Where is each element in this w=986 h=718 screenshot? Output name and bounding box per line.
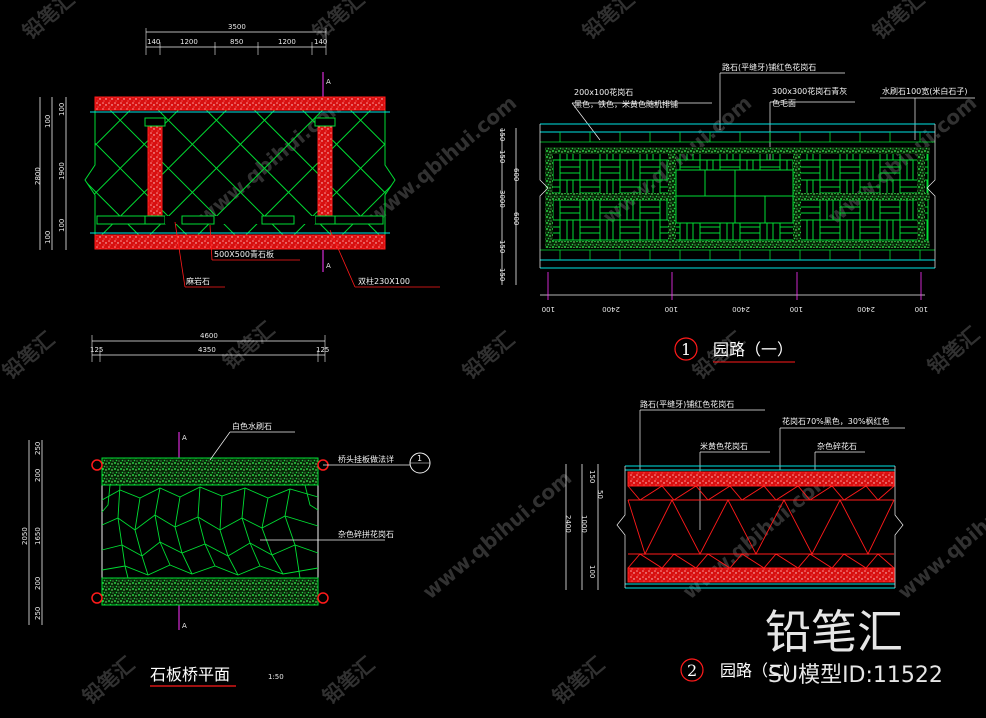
dim-label: 100 <box>44 115 52 128</box>
dim-label: 2400 <box>732 305 750 313</box>
plan-bottom: 4600 125 4350 125 250 200 2050 1650 200 … <box>21 332 431 687</box>
material-label: 水刷石100宽(米白石子) <box>882 86 968 96</box>
material-label: 白色水刷石 <box>232 421 272 431</box>
dim-label: 150 <box>498 240 506 253</box>
dim-label: 1200 <box>180 38 198 46</box>
crazy-paving <box>101 484 319 579</box>
material-label: 300x300花岗石青灰 <box>772 86 847 96</box>
dim-label: 3500 <box>228 23 246 31</box>
section-number: 1 <box>681 340 691 359</box>
dim-label: 50 <box>596 490 604 499</box>
dim-label: 1900 <box>58 162 66 180</box>
material-label: 米黄色花岗石 <box>700 441 748 451</box>
road-one: 路石(平缝牙)铺红色花岗石 200x100花岗石 黑色，铁色，米黄色随机排铺 3… <box>498 62 975 363</box>
dim-label: 4350 <box>198 346 216 354</box>
watermark-text: 铅笔汇 <box>318 652 379 709</box>
dim-label: 200 <box>34 577 42 590</box>
watermark-url: www.qbihui.com <box>418 465 576 603</box>
watermark-text: 铅笔汇 <box>218 317 279 374</box>
dim-label: 100 <box>790 305 803 313</box>
dim-label: 100 <box>542 305 555 313</box>
material-label: 路石(平缝牙)铺红色花岗石 <box>722 62 816 72</box>
brand-logo: 铅笔汇 <box>765 605 903 659</box>
dim-label: 600 <box>512 168 520 181</box>
dim-label: 100 <box>665 305 678 313</box>
dim-label: 1000 <box>580 515 588 533</box>
dim-label: 150 <box>588 470 596 483</box>
material-label: 200x100花岗石 <box>574 87 633 97</box>
dim-label: 1200 <box>278 38 296 46</box>
drawing-title: 石板桥平面 <box>150 665 230 684</box>
dim-label: 600 <box>512 212 520 225</box>
material-label: 双柱230X100 <box>358 276 410 286</box>
dim-label: 125 <box>316 346 329 354</box>
dim-label: 150 <box>498 128 506 141</box>
material-label: 黑色，铁色，米黄色随机排铺 <box>574 99 678 109</box>
road-two: 路石(平缝牙)铺红色花岗石 花岗石70%黑色，30%枫红色 米黄色花岗石 杂色碎… <box>564 399 905 682</box>
material-label: 杂色碎拼花岗石 <box>338 529 394 539</box>
watermark-text: 铅笔汇 <box>78 652 139 709</box>
section-number: 2 <box>687 661 697 680</box>
section-mark: A <box>326 78 331 86</box>
dim-label: 2800 <box>34 167 42 185</box>
dim-label: 4600 <box>200 332 218 340</box>
dim-label: 100 <box>58 219 66 232</box>
material-label: 500X500青石板 <box>214 249 274 259</box>
brand-id: SU模型ID:11522 <box>768 663 943 688</box>
dim-label: 140 <box>147 38 160 46</box>
dim-label: 2400 <box>602 305 620 313</box>
dim-label: 3000 <box>498 190 506 208</box>
dim-label: 100 <box>588 565 596 578</box>
watermark-text: 铅笔汇 <box>923 322 984 379</box>
material-label: 色毛面 <box>772 98 796 108</box>
callout-number: 1 <box>417 454 422 463</box>
dim-label: 250 <box>34 607 42 620</box>
dim-label: 1650 <box>34 527 42 545</box>
dim-label: 2050 <box>21 527 29 545</box>
dim-label: 200 <box>34 469 42 482</box>
drawing-title: 园路（一） <box>713 340 793 359</box>
watermark-text: 铅笔汇 <box>578 0 639 44</box>
dim-label: 2400 <box>857 305 875 313</box>
section-mark: A <box>326 262 331 270</box>
drawing-title: 园路（二） <box>720 661 800 680</box>
material-label: 路石(平缝牙)铺红色花岗石 <box>640 399 734 409</box>
watermark-text: 铅笔汇 <box>0 327 59 384</box>
material-label: 麻岩石 <box>186 276 210 286</box>
section-mark: A <box>182 622 187 630</box>
material-label: 花岗石70%黑色，30%枫红色 <box>782 416 890 426</box>
dim-label: 100 <box>58 103 66 116</box>
watermark-text: 铅笔汇 <box>548 652 609 709</box>
dim-label: 150 <box>498 268 506 281</box>
watermark-url: www.qbihui.com <box>893 465 986 603</box>
plan-top: 3500 140 1200 850 1200 140 100 100 1900 … <box>34 23 440 288</box>
dim-label: 140 <box>314 38 327 46</box>
dim-label: 100 <box>915 305 928 313</box>
dim-label: 150 <box>498 150 506 163</box>
brand-overlay: 铅笔汇 SU模型ID:11522 <box>765 605 943 688</box>
material-label: 桥头挂板做法详 <box>338 454 394 464</box>
watermark-text: 铅笔汇 <box>868 0 929 44</box>
section-mark: A <box>182 434 187 442</box>
drawing-scale: 1:50 <box>268 673 284 681</box>
material-label: 杂色碎花石 <box>817 441 857 451</box>
watermark-url: www.qbihui.com <box>363 90 521 228</box>
watermark-text: 铅笔汇 <box>458 327 519 384</box>
dim-label: 125 <box>90 346 103 354</box>
dim-label: 250 <box>34 442 42 455</box>
dim-label: 850 <box>230 38 243 46</box>
dim-label: 2400 <box>564 515 572 533</box>
dim-label: 100 <box>44 231 52 244</box>
watermark-text: 铅笔汇 <box>18 0 79 44</box>
